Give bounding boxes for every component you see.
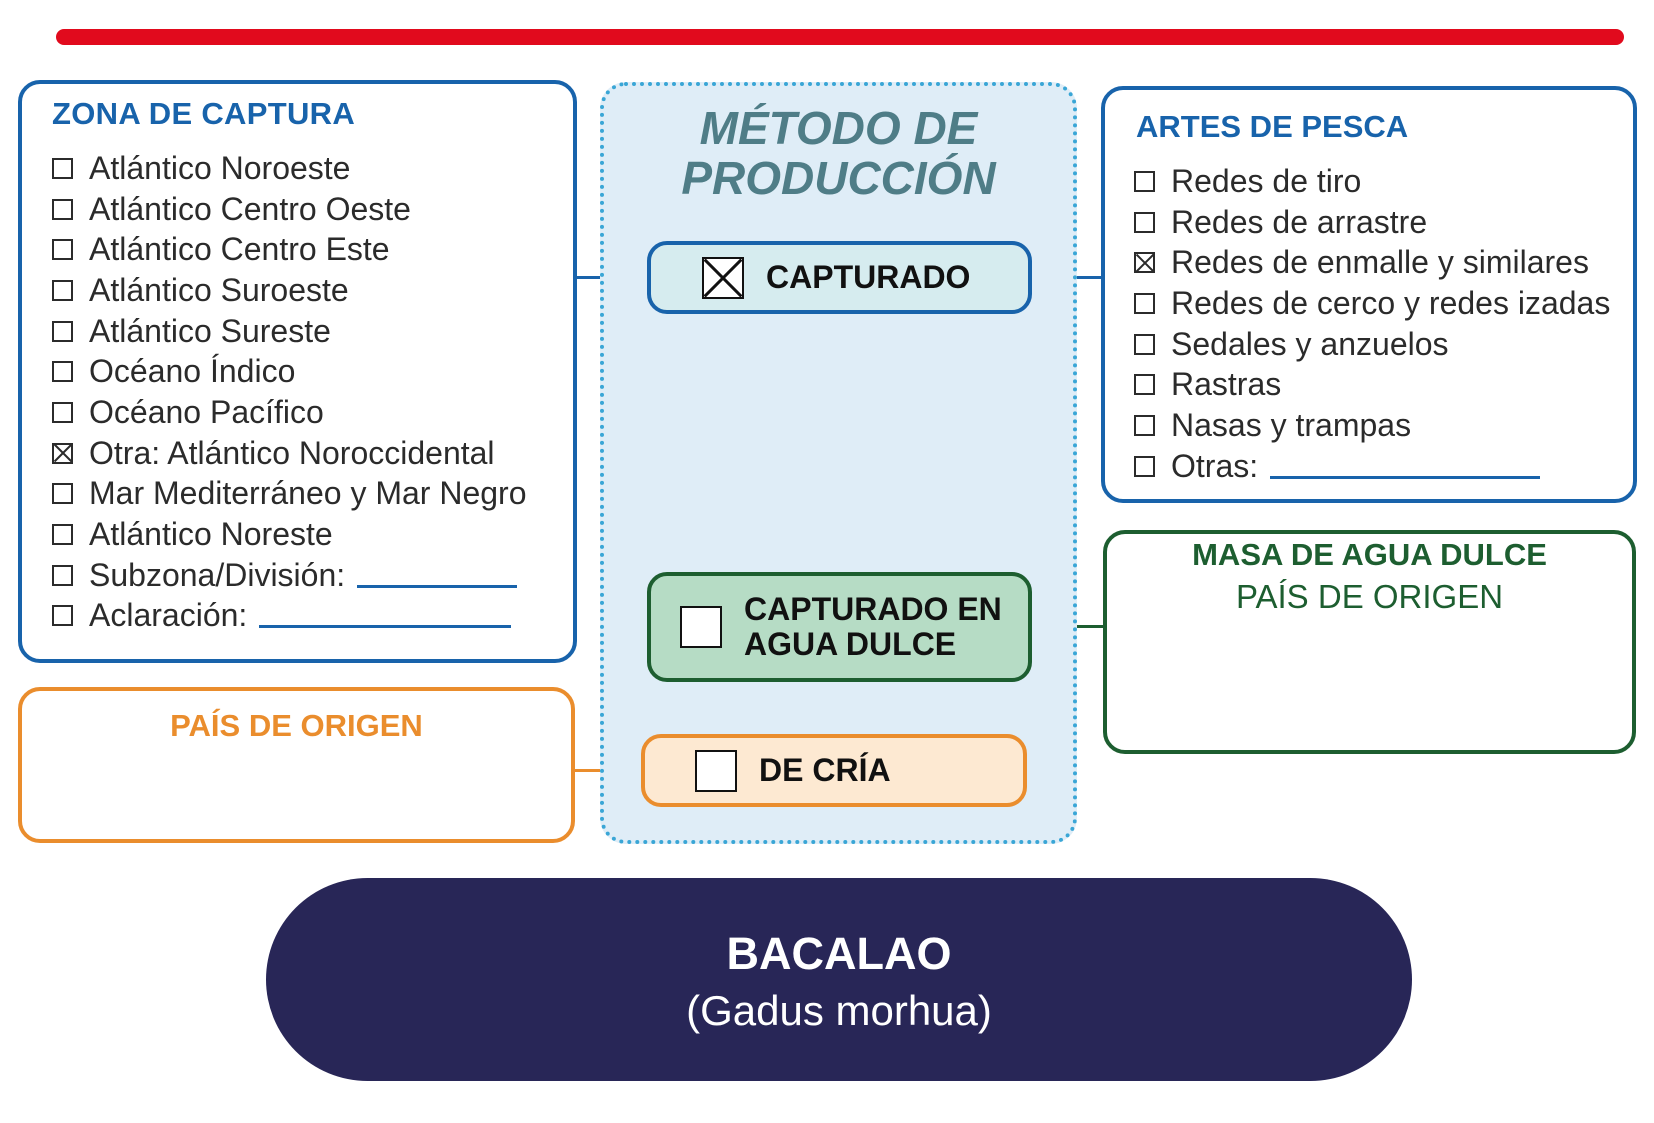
zona-option[interactable]: Aclaración: <box>52 596 526 637</box>
artes-option[interactable]: Redes de tiro <box>1134 161 1610 202</box>
species-name: BACALAO <box>726 928 952 979</box>
zona-option-checkbox[interactable] <box>52 605 73 627</box>
zona-option-label: Otra: Atlántico Noroccidental <box>89 434 495 471</box>
agua-dulce-label-line2: AGUA DULCE <box>744 626 957 662</box>
zona-option-label: Océano Índico <box>89 353 296 390</box>
zona-option-label: Aclaración: <box>89 597 248 634</box>
zona-option-label: Atlántico Sureste <box>89 312 331 349</box>
zona-option[interactable]: Océano Pacífico <box>52 392 526 433</box>
artes-option-checkbox[interactable] <box>1134 252 1155 274</box>
zona-option-checkbox[interactable] <box>52 279 73 301</box>
artes-option-label: Sedales y anzuelos <box>1171 325 1449 362</box>
capturado-label: CAPTURADO <box>766 259 971 295</box>
agua-dulce-label: CAPTURADO EN AGUA DULCE <box>744 592 1002 662</box>
artes-option-checkbox[interactable] <box>1134 455 1155 477</box>
metodo-produccion-panel <box>600 82 1077 844</box>
zona-option-checkbox[interactable] <box>52 564 73 586</box>
masa-agua-dulce-title: MASA DE AGUA DULCE <box>1192 537 1547 572</box>
zona-option-checkbox[interactable] <box>52 198 73 220</box>
metodo-title-line2: PRODUCCIÓN <box>681 152 996 204</box>
de-cria-checkbox[interactable] <box>695 749 737 792</box>
zona-option[interactable]: Atlántico Suroeste <box>52 270 526 311</box>
artes-option-label: Redes de arrastre <box>1171 203 1428 240</box>
zona-option[interactable]: Atlántico Noreste <box>52 514 526 555</box>
zona-option[interactable]: Océano Índico <box>52 351 526 392</box>
pais-origen-title: PAÍS DE ORIGEN <box>170 708 423 743</box>
zona-option-checkbox[interactable] <box>52 442 73 464</box>
artes-option-label: Rastras <box>1171 366 1282 403</box>
artes-option-checkbox[interactable] <box>1134 211 1155 233</box>
zona-option-label: Atlántico Centro Este <box>89 231 390 268</box>
capturado-checkbox[interactable] <box>702 256 744 299</box>
masa-agua-dulce-subtitle: PAÍS DE ORIGEN <box>1235 578 1504 615</box>
zona-option-checkbox[interactable] <box>52 239 73 261</box>
zona-blank-line[interactable] <box>259 625 512 629</box>
zona-option-checkbox[interactable] <box>52 401 73 423</box>
artes-option-label: Nasas y trampas <box>1171 406 1412 443</box>
zona-option-checkbox[interactable] <box>52 157 73 179</box>
species-banner <box>266 878 1412 1081</box>
zona-option[interactable]: Atlántico Centro Oeste <box>52 189 526 230</box>
zona-option-label: Atlántico Suroeste <box>89 271 349 308</box>
zona-option[interactable]: Mar Mediterráneo y Mar Negro <box>52 474 526 515</box>
zona-option-label: Mar Mediterráneo y Mar Negro <box>89 475 527 512</box>
artes-option-checkbox[interactable] <box>1134 414 1155 436</box>
zona-blank-line[interactable] <box>357 584 518 588</box>
artes-option-checkbox[interactable] <box>1134 333 1155 355</box>
zona-captura-panel <box>18 80 577 663</box>
artes-option[interactable]: Redes de arrastre <box>1134 202 1610 243</box>
zona-option-label: Atlántico Noreste <box>89 516 333 553</box>
zona-option-label: Subzona/División: <box>89 556 346 593</box>
artes-option-checkbox[interactable] <box>1134 374 1155 396</box>
artes-option[interactable]: Otras: <box>1134 446 1610 487</box>
artes-blank-line[interactable] <box>1270 475 1541 479</box>
de-cria-label: DE CRÍA <box>759 752 891 788</box>
metodo-title-line1: MÉTODO DE <box>699 102 978 154</box>
artes-option-label: Redes de tiro <box>1171 162 1362 199</box>
zona-option-checkbox[interactable] <box>52 320 73 342</box>
zona-option-checkbox[interactable] <box>52 483 73 505</box>
zona-option-label: Atlántico Centro Oeste <box>89 190 411 227</box>
zona-option[interactable]: Otra: Atlántico Noroccidental <box>52 433 526 474</box>
agua-dulce-checkbox[interactable] <box>680 606 722 648</box>
zona-option-checkbox[interactable] <box>52 361 73 383</box>
top-red-bar <box>56 29 1624 45</box>
artes-pesca-title: ARTES DE PESCA <box>1136 109 1409 144</box>
artes-option[interactable]: Sedales y anzuelos <box>1134 324 1610 365</box>
artes-option-checkbox[interactable] <box>1134 292 1155 314</box>
species-scientific-name: (Gadus morhua) <box>686 987 992 1034</box>
zona-option[interactable]: Atlántico Centro Este <box>52 229 526 270</box>
artes-option-label: Redes de cerco y redes izadas <box>1171 284 1611 321</box>
artes-option[interactable]: Nasas y trampas <box>1134 405 1610 446</box>
artes-option[interactable]: Redes de enmalle y similares <box>1134 242 1610 283</box>
capturado-agua-dulce-option[interactable]: CAPTURADO EN AGUA DULCE <box>647 572 1032 682</box>
zona-option[interactable]: Atlántico Noroeste <box>52 148 526 189</box>
agua-dulce-label-line1: CAPTURADO EN <box>744 591 1002 627</box>
zona-option-label: Océano Pacífico <box>89 393 324 430</box>
capturado-option[interactable]: CAPTURADO <box>647 241 1032 314</box>
de-cria-option[interactable]: DE CRÍA <box>641 734 1027 807</box>
artes-option[interactable]: Rastras <box>1134 364 1610 405</box>
zona-option[interactable]: Subzona/División: <box>52 555 526 596</box>
masa-agua-dulce-panel <box>1103 530 1636 754</box>
artes-option-label: Redes de enmalle y similares <box>1171 244 1589 281</box>
artes-pesca-panel <box>1101 86 1637 503</box>
zona-captura-title: ZONA DE CAPTURA <box>52 96 356 131</box>
artes-option-label: Otras: <box>1171 447 1259 484</box>
artes-option[interactable]: Redes de cerco y redes izadas <box>1134 283 1610 324</box>
pais-origen-panel <box>18 687 575 843</box>
zona-option-checkbox[interactable] <box>52 524 73 546</box>
zona-option[interactable]: Atlántico Sureste <box>52 311 526 352</box>
artes-option-checkbox[interactable] <box>1134 170 1155 192</box>
metodo-produccion-title: MÉTODO DE PRODUCCIÓN <box>600 103 1077 203</box>
zona-option-label: Atlántico Noroeste <box>89 149 351 186</box>
